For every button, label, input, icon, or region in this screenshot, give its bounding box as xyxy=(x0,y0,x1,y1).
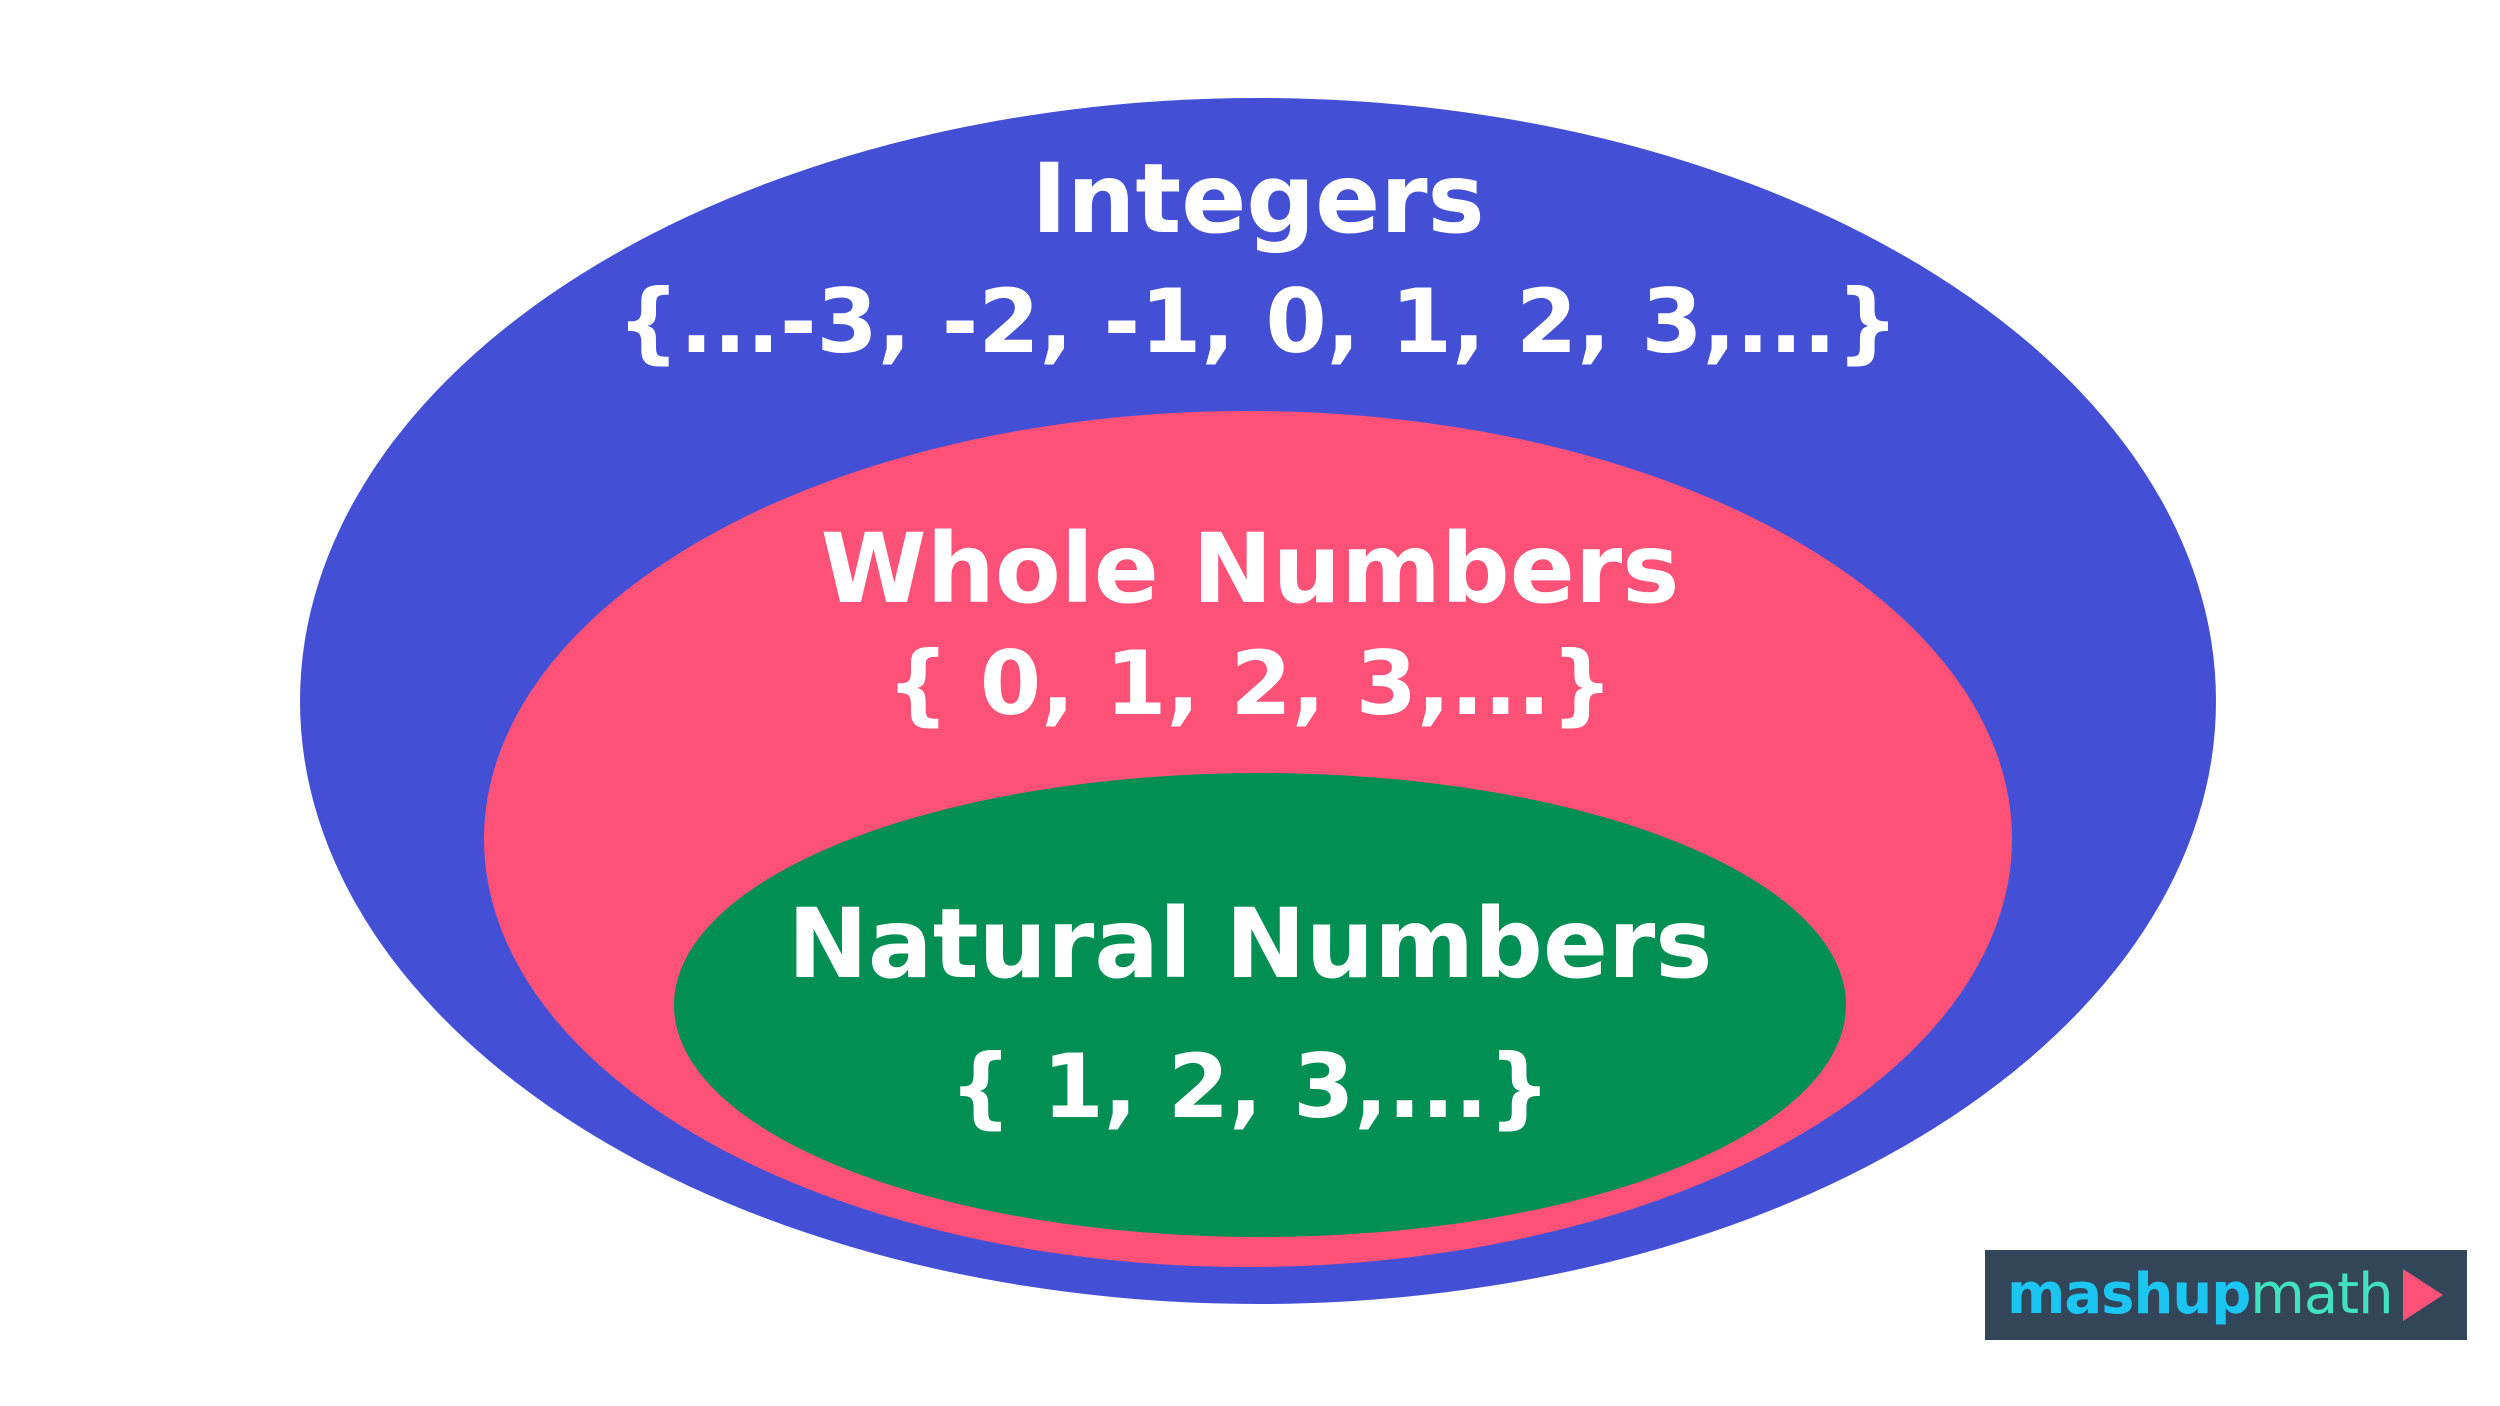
natural-numbers-label: Natural Numbers xyxy=(788,888,1713,1000)
mashupmath-logo: mashup math xyxy=(1985,1250,2467,1340)
integers-members: {...-3, -2, -1, 0, 1, 2, 3,...} xyxy=(617,270,1899,373)
natural-numbers-set-region xyxy=(674,773,1846,1237)
logo-math-text: math xyxy=(2250,1262,2393,1327)
natural-numbers-members: { 1, 2, 3,...} xyxy=(949,1035,1550,1138)
whole-numbers-members: { 0, 1, 2, 3,...} xyxy=(887,632,1614,735)
play-icon xyxy=(2402,1269,2443,1321)
whole-numbers-label: Whole Numbers xyxy=(821,513,1680,625)
logo-mashup-text: mashup xyxy=(2007,1262,2251,1327)
integers-label: Integers xyxy=(1031,143,1484,255)
